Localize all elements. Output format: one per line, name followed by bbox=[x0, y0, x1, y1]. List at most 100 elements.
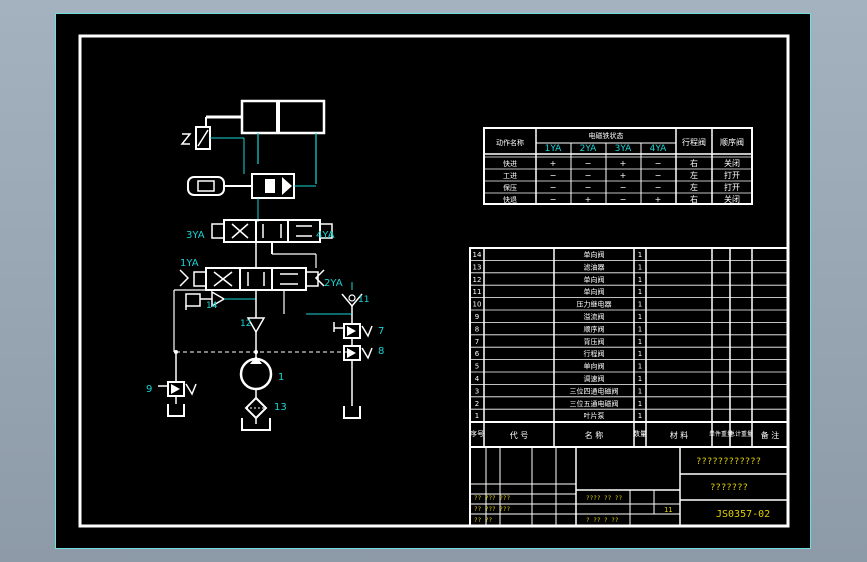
parts-header-seq: 序号 bbox=[470, 429, 484, 438]
travel-valve-6 bbox=[180, 126, 245, 174]
t1-row-name: 快退 bbox=[503, 195, 517, 204]
parts-row-no: 10 bbox=[473, 301, 482, 309]
parts-header-name: 名 称 bbox=[585, 430, 604, 440]
filter-13 bbox=[241, 396, 271, 431]
parts-row-name: 单向阀 bbox=[584, 287, 605, 296]
parts-row-qty: 1 bbox=[638, 375, 642, 383]
parts-row-qty: 1 bbox=[638, 288, 642, 296]
t1-cell: − bbox=[550, 183, 557, 192]
parts-header-total-weight: 总计重量 bbox=[729, 430, 753, 438]
hydraulic-cylinder bbox=[205, 99, 326, 184]
parts-row-qty: 1 bbox=[638, 338, 642, 346]
label-14: 14 bbox=[206, 301, 218, 311]
t1-seq-cell: 打开 bbox=[724, 170, 740, 180]
label-4YA: 4YA bbox=[316, 230, 335, 241]
t1-action-header: 动作名称 bbox=[496, 138, 524, 147]
parts-row-no: 9 bbox=[475, 313, 479, 321]
parts-row-name: 滤油器 bbox=[584, 262, 605, 271]
parts-row-no: 4 bbox=[475, 375, 480, 383]
label-12: 12 bbox=[240, 319, 251, 329]
label-11: 11 bbox=[358, 295, 369, 305]
parts-row-no: 12 bbox=[473, 276, 482, 284]
t1-row-name: 保压 bbox=[503, 183, 517, 192]
t1-cell: + bbox=[620, 171, 627, 180]
t1-cell: − bbox=[585, 183, 592, 192]
svg-text:???? ?? ??: ???? ?? ?? bbox=[586, 495, 623, 502]
parts-header-remark: 备 注 bbox=[761, 430, 780, 440]
t1-travel-cell: 左 bbox=[690, 170, 698, 180]
parts-row-name: 三位五通电磁阀 bbox=[570, 399, 619, 408]
svg-text:?? ??: ?? ?? bbox=[474, 517, 492, 524]
parts-row-qty: 1 bbox=[638, 301, 642, 309]
title-block-filler-marks: ?? ??? ??? ?? ??? ??? ?? ?? ???? ?? ?? ?… bbox=[474, 495, 623, 524]
pipe-lines bbox=[173, 242, 353, 359]
t1-cell: − bbox=[655, 183, 662, 192]
subtitle-text: ??????? bbox=[710, 483, 748, 493]
parts-row-name: 三位四通电磁阀 bbox=[570, 386, 619, 395]
title-block: ???????????? ??????? JS0357-02 11 ?? ???… bbox=[469, 446, 789, 527]
check-valve-14 bbox=[185, 290, 256, 310]
parts-row-name: 压力继电器 bbox=[577, 300, 612, 309]
hydraulic-circuit: 3YA 4YA 1YA 2YA 14 bbox=[146, 99, 384, 431]
t1-cell: − bbox=[655, 159, 662, 168]
drawing-viewport[interactable]: 3YA 4YA 1YA 2YA 14 bbox=[55, 13, 811, 549]
check-valve-12 bbox=[246, 290, 266, 352]
t1-cell: − bbox=[550, 171, 557, 180]
t1-cell: + bbox=[550, 159, 557, 168]
t1-seq-cell: 关闭 bbox=[724, 194, 740, 204]
parts-row-qty: 1 bbox=[638, 400, 642, 408]
parts-row-qty: 1 bbox=[638, 313, 642, 321]
parts-row-name: 顺序阀 bbox=[584, 324, 605, 333]
label-3YA: 3YA bbox=[186, 230, 205, 241]
t1-seq-header: 顺序阀 bbox=[720, 137, 744, 147]
t1-row-name: 快进 bbox=[503, 159, 517, 168]
t1-col-header: 3YA bbox=[615, 144, 633, 154]
parts-row-no: 1 bbox=[475, 412, 479, 420]
parts-row-qty: 1 bbox=[638, 325, 642, 333]
speed-valve-group bbox=[187, 173, 316, 222]
t1-cell: − bbox=[620, 183, 627, 192]
parts-header-code: 代 号 bbox=[510, 430, 529, 440]
parts-header-unit-weight: 单件重量 bbox=[709, 430, 733, 438]
t1-travel-cell: 右 bbox=[690, 194, 698, 204]
t1-cell: − bbox=[620, 195, 627, 204]
relief-valve-9 bbox=[158, 354, 197, 417]
t1-col-header: 2YA bbox=[580, 144, 598, 154]
parts-row-qty: 1 bbox=[638, 363, 642, 371]
t1-cell: + bbox=[620, 159, 627, 168]
parts-row-name: 单向阀 bbox=[584, 250, 605, 259]
svg-text:? ?? ? ??: ? ?? ? ?? bbox=[586, 517, 619, 524]
t1-seq-cell: 打开 bbox=[724, 182, 740, 192]
parts-row-name: 调速阀 bbox=[584, 374, 605, 383]
parts-row-name: 叶片泵 bbox=[584, 411, 605, 420]
drawing-frame bbox=[78, 34, 790, 528]
directional-valve-1-2YA bbox=[179, 267, 325, 291]
t1-cell: − bbox=[655, 171, 662, 180]
t1-cell: − bbox=[585, 171, 592, 180]
svg-text:?? ??? ???: ?? ??? ??? bbox=[474, 506, 511, 513]
parts-row-no: 3 bbox=[475, 387, 479, 395]
label-9: 9 bbox=[146, 384, 152, 395]
svg-text:?? ??? ???: ?? ??? ??? bbox=[474, 495, 511, 502]
t1-travel-cell: 左 bbox=[690, 182, 698, 192]
parts-row-no: 8 bbox=[475, 325, 479, 333]
check-valve-11 bbox=[306, 282, 363, 315]
title-text: ???????????? bbox=[696, 457, 761, 467]
t1-cell: − bbox=[550, 195, 557, 204]
parts-row-no: 2 bbox=[475, 400, 479, 408]
parts-row-name: 溢流阀 bbox=[584, 312, 605, 321]
parts-row-qty: 1 bbox=[638, 276, 642, 284]
directional-valve-3-4YA bbox=[211, 219, 333, 254]
t1-travel-cell: 右 bbox=[690, 158, 698, 168]
parts-row-no: 7 bbox=[475, 338, 479, 346]
vane-pump-1 bbox=[239, 356, 273, 398]
parts-row-qty: 1 bbox=[638, 387, 642, 395]
t1-solenoid-header: 电磁铁状态 bbox=[589, 131, 624, 140]
parts-header-qty: 数量 bbox=[633, 429, 647, 438]
t1-cell: + bbox=[655, 195, 662, 204]
sheet-mark: 11 bbox=[664, 506, 672, 514]
parts-row-name: 行程阀 bbox=[584, 349, 605, 358]
drawing-number: JS0357-02 bbox=[716, 509, 770, 520]
parts-row-qty: 1 bbox=[638, 251, 642, 259]
